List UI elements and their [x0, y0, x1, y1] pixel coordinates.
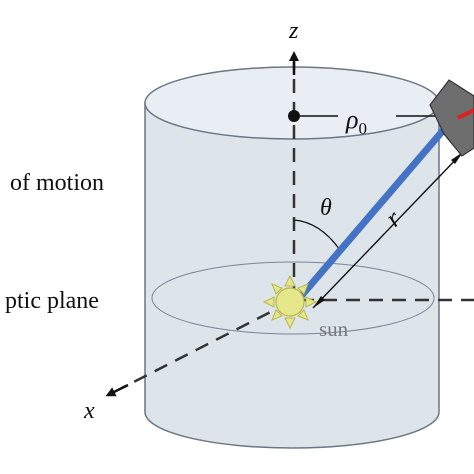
- sun-icon: [262, 274, 318, 330]
- r-dimension-line: [312, 151, 464, 309]
- axis-point: [288, 110, 300, 122]
- rho-subscript: 0: [358, 119, 367, 138]
- x-axis-arrow: [105, 383, 129, 397]
- z-axis-label: z: [288, 18, 299, 44]
- sun-label: sun: [319, 317, 349, 341]
- r-arrowhead-sun: [313, 296, 325, 308]
- ecliptic-plane-ellipse: [151, 261, 435, 335]
- x-axis-label: x: [83, 398, 95, 424]
- rho-label: ρ0: [345, 105, 367, 138]
- left-label-bottom: ptic plane: [5, 288, 99, 314]
- r-arrowhead-sail: [451, 152, 463, 164]
- theta-label: θ: [320, 195, 332, 221]
- theta-arc: [293, 219, 341, 251]
- x-axis-line: [121, 300, 291, 390]
- r-vector: [292, 116, 456, 306]
- left-label-top: of motion: [10, 170, 104, 196]
- solar-sail-icon: [429, 79, 474, 157]
- cylinder-top: [144, 66, 440, 140]
- cylinder-body: [144, 102, 440, 449]
- rho-symbol: ρ: [345, 105, 358, 134]
